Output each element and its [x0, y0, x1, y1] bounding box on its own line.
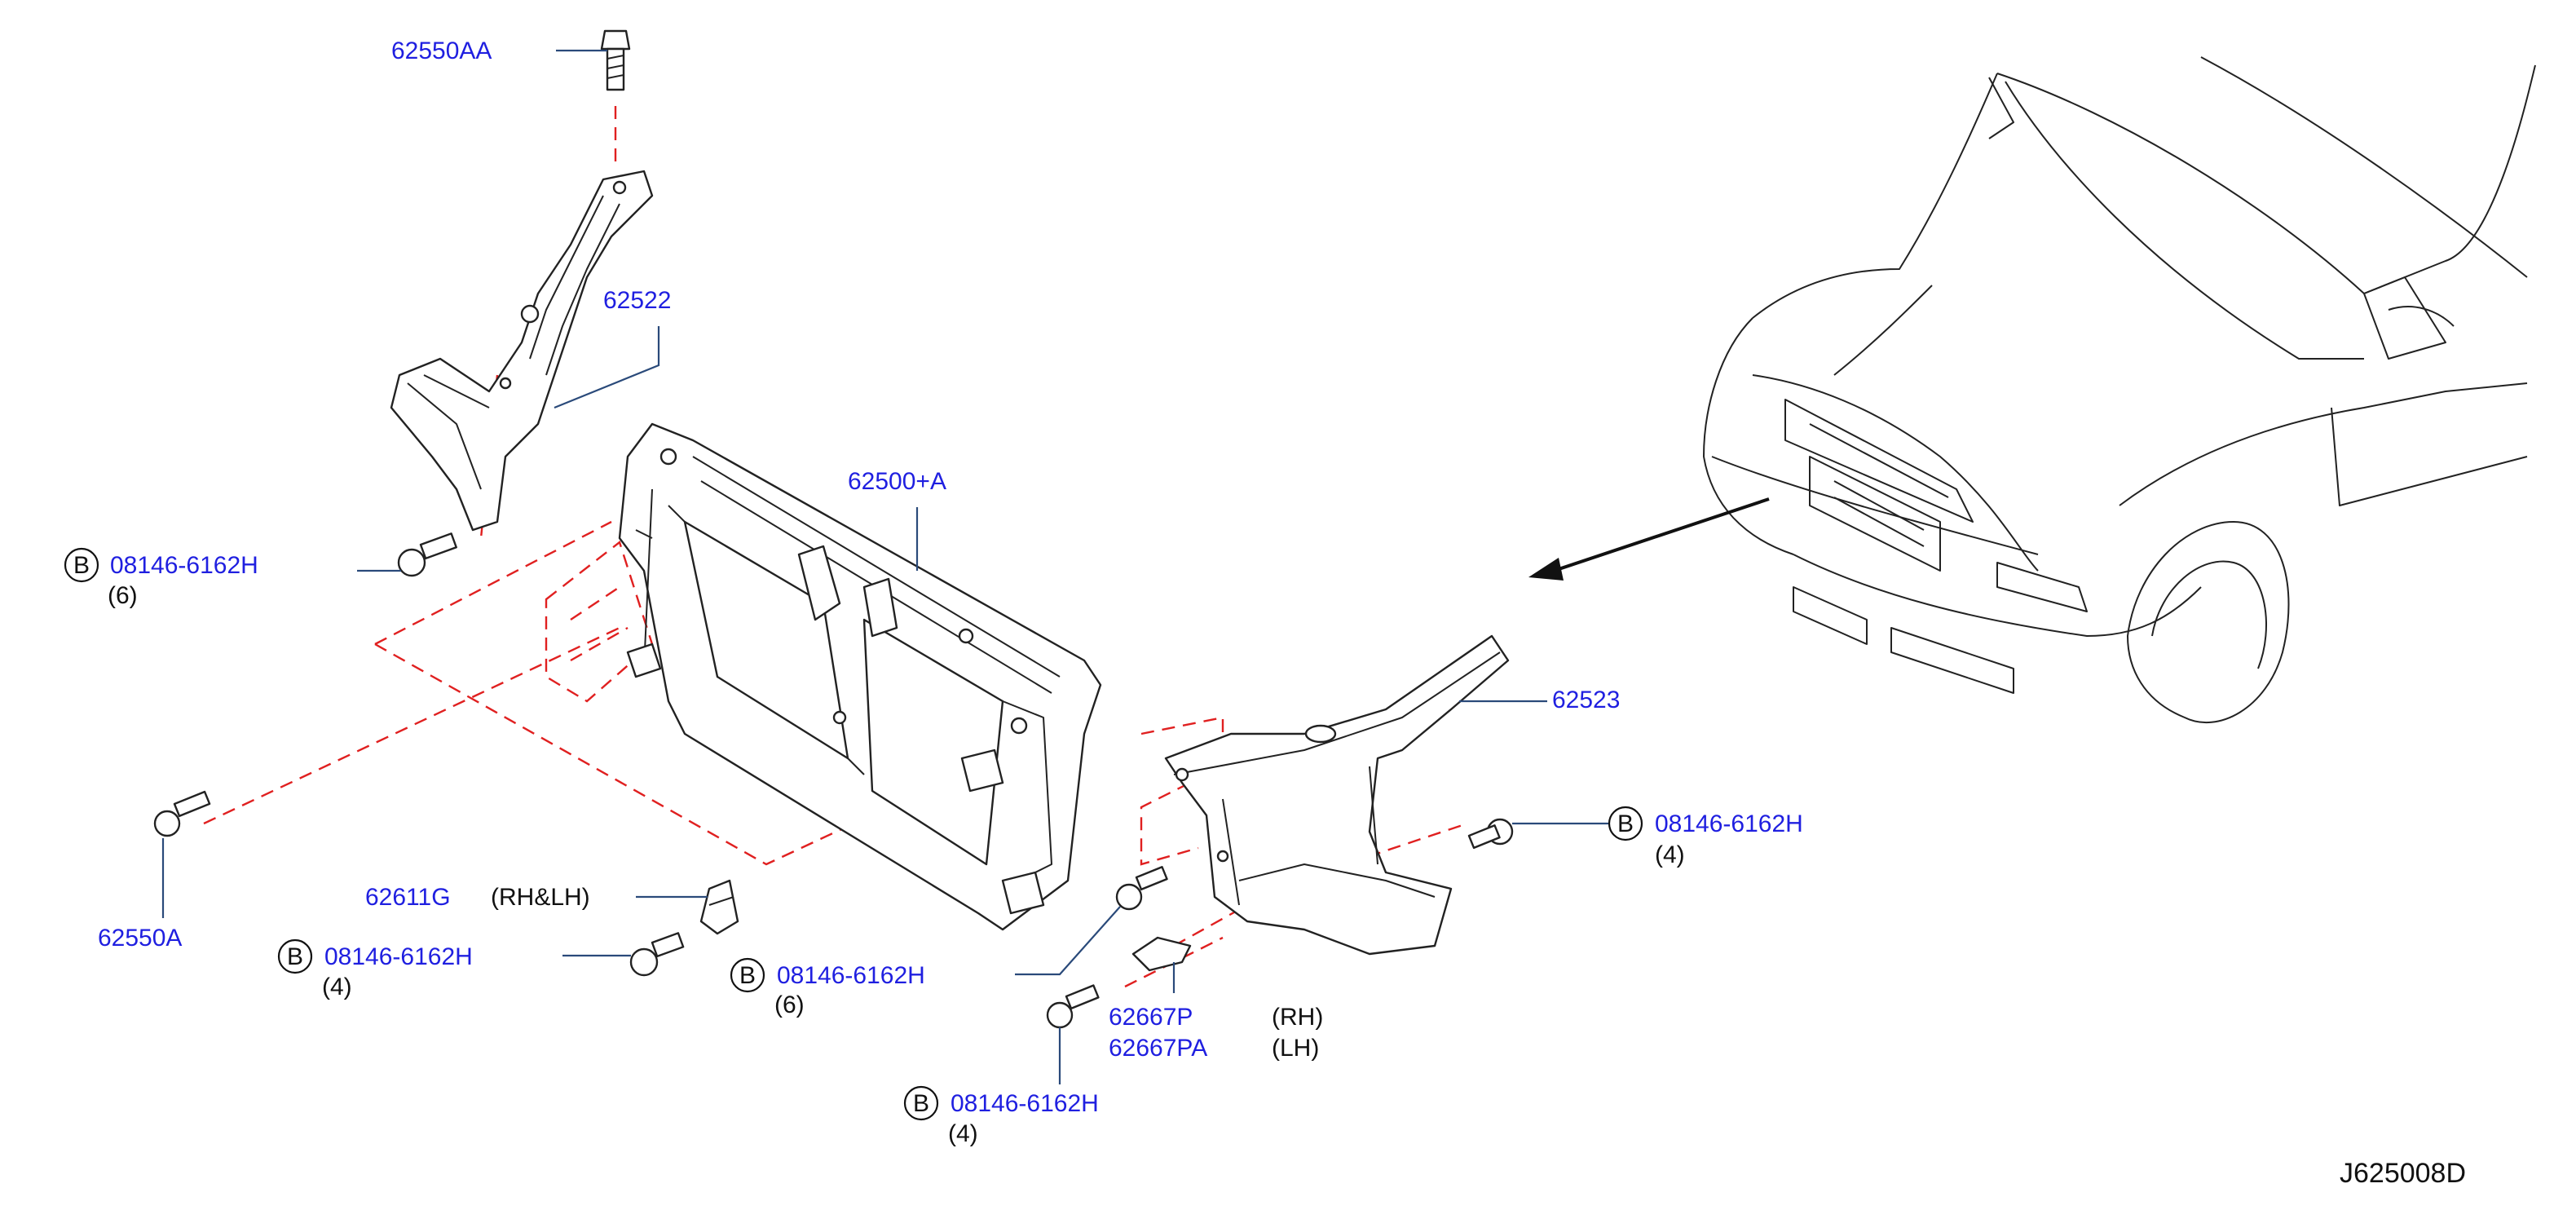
- quantity-right: (4): [1655, 841, 1685, 868]
- part-number-62667PA: 62667PA: [1109, 1035, 1207, 1062]
- quantity-bottom: (4): [948, 1120, 978, 1147]
- part-number-62667P: 62667P: [1109, 1004, 1193, 1031]
- circled-letter-icon: B: [287, 943, 303, 970]
- quantity-lower-2: (6): [774, 991, 805, 1018]
- right-bracket: [1164, 634, 1510, 956]
- bolt-top-icon: [600, 29, 631, 91]
- callout-bolt-right: B 08146-6162H (4): [1608, 806, 1803, 868]
- clip-icon: [699, 879, 739, 935]
- seal-rh-note: (RH): [1272, 1004, 1323, 1031]
- circled-letter-icon: B: [913, 1090, 929, 1117]
- circled-letter-icon: B: [73, 552, 90, 579]
- part-number-62611G: 62611G: [365, 884, 451, 911]
- part-number-62550A: 62550A: [98, 925, 182, 952]
- quantity-lower-1: (4): [322, 974, 352, 1000]
- bolt-right-icon: [1467, 818, 1514, 850]
- circled-letter-icon: B: [739, 962, 756, 989]
- leader-lines: [161, 49, 1608, 1084]
- bolt-lower-2-icon: [1115, 866, 1168, 911]
- seal-icon: [1131, 936, 1192, 972]
- bolt-bottom-icon: [1046, 984, 1100, 1029]
- part-number-08146-6162H-lower-1: 08146-6162H: [324, 943, 473, 970]
- bolt-left-icon: [397, 532, 457, 577]
- arrow-head-icon: [1528, 558, 1564, 581]
- part-number-08146-6162H-bottom: 08146-6162H: [951, 1090, 1099, 1117]
- vehicle-illustration: [1703, 56, 2536, 724]
- part-number-08146-6162H-right: 08146-6162H: [1655, 810, 1803, 837]
- callout-bolt-bottom: B 08146-6162H (4): [903, 1085, 1099, 1147]
- diagram-code: J625008D: [2340, 1158, 2466, 1189]
- clip-side-note: (RH&LH): [491, 884, 590, 911]
- bolt-lower-left-icon: [153, 790, 211, 837]
- bolt-lower-1-icon: [629, 932, 685, 977]
- part-number-62550AA: 62550AA: [391, 38, 492, 64]
- part-number-08146-6162H-left: 08146-6162H: [110, 552, 258, 579]
- direction-arrow: [1548, 497, 1770, 574]
- callout-bolt-lower-2: B 08146-6162H (6): [730, 957, 925, 1018]
- callout-bolt-lower-1: B 08146-6162H (4): [277, 938, 473, 1000]
- callout-bolt-left: B 08146-6162H (6): [64, 547, 258, 609]
- quantity-left: (6): [108, 582, 138, 609]
- radiator-core-support: [618, 422, 1102, 931]
- part-number-62523: 62523: [1552, 687, 1620, 713]
- part-number-62500A: 62500+A: [848, 468, 946, 495]
- part-number-08146-6162H-lower-2: 08146-6162H: [777, 962, 925, 989]
- seal-lh-note: (LH): [1272, 1035, 1319, 1062]
- part-number-62522: 62522: [603, 287, 671, 314]
- upper-left-bracket: [390, 170, 654, 532]
- circled-letter-icon: B: [1617, 810, 1634, 837]
